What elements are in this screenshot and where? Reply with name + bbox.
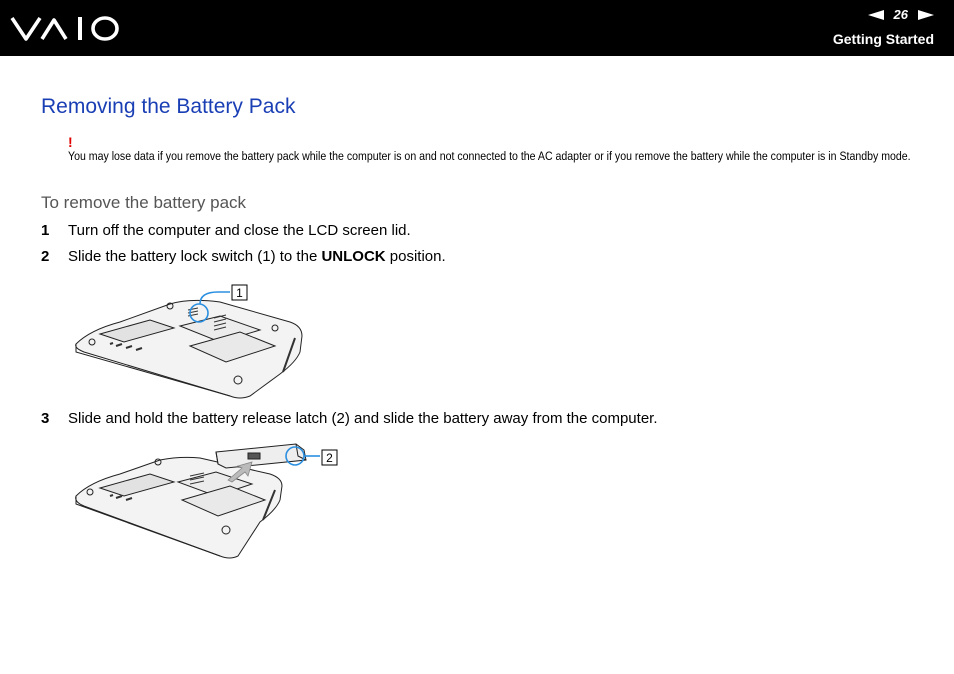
- step-1: 1 Turn off the computer and close the LC…: [41, 222, 411, 239]
- step-text: Slide the battery lock switch (1) to the…: [68, 248, 446, 265]
- procedure-heading: To remove the battery pack: [41, 193, 247, 212]
- next-page-icon[interactable]: [918, 9, 934, 20]
- warning-icon: !: [68, 134, 73, 150]
- page-header: 26 Getting Started: [0, 0, 954, 56]
- step-number: 2: [41, 248, 50, 265]
- step-number: 3: [41, 410, 50, 427]
- battery-removal-figure: 2: [75, 443, 338, 559]
- step-text: Turn off the computer and close the LCD …: [68, 222, 411, 239]
- laptop-underside-figure: 1: [75, 284, 303, 399]
- warning-text: You may lose data if you remove the batt…: [68, 149, 911, 163]
- vaio-logo: [10, 16, 119, 41]
- step-text: Slide and hold the battery release latch…: [68, 410, 658, 427]
- step-3: 3 Slide and hold the battery release lat…: [41, 410, 658, 427]
- lock-switch-highlight: [189, 303, 209, 323]
- step-2: 2 Slide the battery lock switch (1) to t…: [41, 248, 446, 265]
- page-number: 26: [893, 7, 908, 22]
- callout-1-label: 1: [236, 286, 243, 300]
- callout-2-box: [321, 449, 338, 466]
- callout-2-label: 2: [326, 451, 333, 465]
- step-number: 1: [41, 222, 50, 239]
- previous-page-icon[interactable]: [867, 9, 884, 20]
- page-title: Removing the Battery Pack: [41, 95, 296, 118]
- section-name: Getting Started: [832, 31, 934, 47]
- slide-direction-arrow: [227, 461, 253, 483]
- page-navigation: 26: [867, 7, 934, 22]
- callout-1-box: [231, 284, 248, 301]
